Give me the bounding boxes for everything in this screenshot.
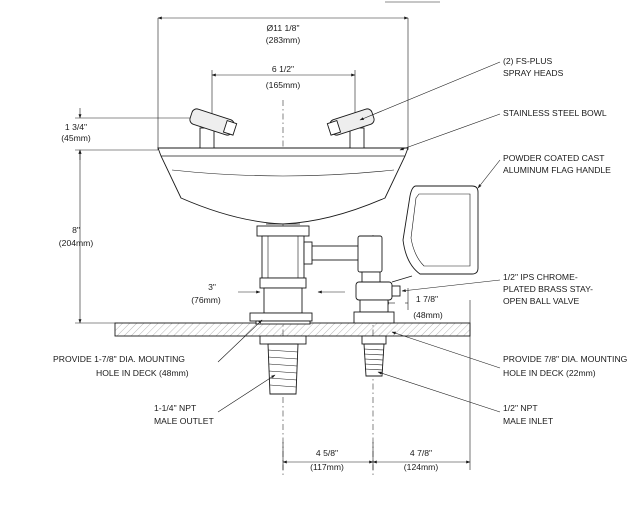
callout-mounting-hole-small-line1: PROVIDE 7/8" DIA. MOUNTING	[503, 354, 628, 364]
head-height-imperial: 1 3/4"	[65, 122, 87, 132]
callout-inlet-line1: 1/2" NPT	[503, 403, 538, 413]
drain-width-imperial: 3"	[208, 282, 216, 292]
outlet-inlet-imperial: 4 5/8"	[316, 448, 338, 458]
callout-outlet-line2: MALE OUTLET	[154, 416, 214, 426]
deck	[114, 322, 471, 337]
bowl-height-metric: (204mm)	[59, 238, 94, 248]
callout-outlet-line1: 1-1/4" NPT	[154, 403, 197, 413]
flag-handle	[391, 185, 479, 283]
callout-mounting-hole-small-line2: HOLE IN DECK (22mm)	[503, 368, 596, 378]
callout-ball-valve-line1: 1/2" IPS CHROME-	[503, 272, 578, 282]
callout-mounting-hole-large-line2: HOLE IN DECK (48mm)	[96, 368, 189, 378]
callout-ball-valve-line2: PLATED BRASS STAY-	[503, 284, 593, 294]
supply-pipe	[303, 235, 383, 283]
head-height-metric: (45mm)	[61, 133, 91, 143]
stainless-steel-bowl	[157, 147, 409, 225]
outlet-inlet-metric: (117mm)	[310, 462, 344, 472]
ball-valve	[353, 281, 401, 324]
drain-width-metric: (76mm)	[191, 295, 221, 305]
callout-flag-handle-line2: ALUMINUM FLAG HANDLE	[503, 165, 611, 175]
valve-width-metric: (48mm)	[413, 310, 443, 320]
callout-inlet-line2: MALE INLET	[503, 416, 554, 426]
inlet-handle-metric: (124mm)	[404, 462, 439, 472]
valve-width-imperial: 1 7/8"	[416, 294, 438, 304]
bowl-height-imperial: 8"	[72, 225, 80, 235]
head-spacing-imperial: 6 1/2"	[272, 64, 294, 74]
bowl-diameter-imperial: Ø11 1/8"	[267, 23, 300, 33]
callout-mounting-hole-large-line1: PROVIDE 1-7/8" DIA. MOUNTING	[53, 354, 185, 364]
head-spacing-metric: (165mm)	[266, 80, 301, 90]
male-inlet	[361, 335, 387, 377]
callout-spray-heads-line2: SPRAY HEADS	[503, 68, 564, 78]
male-outlet	[267, 343, 299, 395]
drain-assembly	[249, 225, 313, 345]
callout-flag-handle-line1: POWDER COATED CAST	[503, 153, 605, 163]
inlet-handle-imperial: 4 7/8"	[410, 448, 432, 458]
spray-head-right	[326, 108, 375, 149]
callout-bowl: STAINLESS STEEL BOWL	[503, 108, 607, 118]
bowl-diameter-metric: (283mm)	[266, 35, 301, 45]
spray-head-left	[189, 108, 238, 149]
callout-ball-valve-line3: OPEN BALL VALVE	[503, 296, 580, 306]
callout-spray-heads-line1: (2) FS-PLUS	[503, 56, 552, 66]
